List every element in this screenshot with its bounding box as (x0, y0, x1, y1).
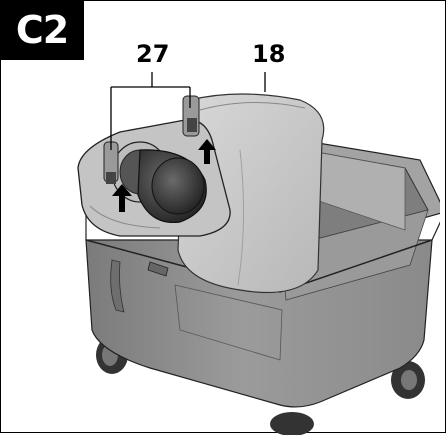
up-arrow-icon (198, 139, 216, 164)
wheel-front-right (391, 361, 425, 399)
figure-badge: C2 (0, 0, 84, 60)
filter-bag (177, 93, 325, 294)
retaining-clip-right (182, 95, 200, 137)
callout-label-27: 27 (136, 40, 170, 68)
callout-label-18: 18 (252, 40, 286, 68)
callout-leader-27 (110, 72, 191, 150)
up-arrow-icon (112, 184, 132, 212)
wheel-rear-center (270, 412, 314, 435)
